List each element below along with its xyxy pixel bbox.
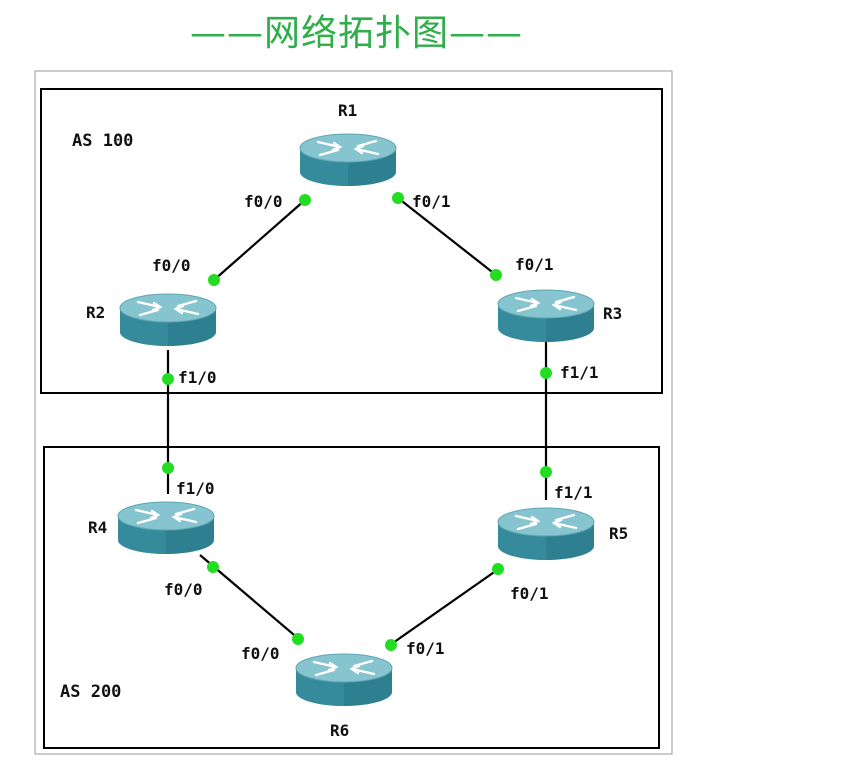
port-label-r2-f0-0: f0/0: [152, 256, 191, 275]
port-dot-r1-f0-1: [392, 192, 404, 204]
port-dot-r4-f0-0: [207, 561, 219, 573]
port-label-r5-f0-1: f0/1: [510, 584, 549, 603]
port-label-r5-f1-1: f1/1: [554, 483, 593, 502]
port-dot-r3-f0-1: [490, 269, 502, 281]
port-label-r6-f0-0: f0/0: [241, 644, 280, 663]
port-dot-r2-f0-0: [208, 274, 220, 286]
port-dot-r5-f0-1: [492, 563, 504, 575]
port-label-r2-f1-0: f1/0: [178, 368, 217, 387]
router-r5-icon[interactable]: [496, 506, 596, 562]
outer-frame: [34, 70, 673, 755]
port-label-r1-f0-1: f0/1: [412, 192, 451, 211]
router-r3-label: R3: [603, 304, 622, 323]
as100-area: [40, 88, 663, 394]
router-r2-icon[interactable]: [118, 292, 218, 348]
port-label-r6-f0-1: f0/1: [406, 639, 445, 658]
router-r2-label: R2: [86, 303, 105, 322]
as200-area: [43, 446, 660, 749]
router-r4-icon[interactable]: [116, 500, 216, 556]
as100-label: AS 100: [72, 131, 133, 151]
router-r1-label: R1: [338, 101, 357, 120]
page-title: ——网络拓扑图——: [189, 13, 523, 54]
port-label-r4-f0-0: f0/0: [164, 580, 203, 599]
port-label-r4-f1-0: f1/0: [176, 479, 215, 498]
router-r4-label: R4: [88, 518, 107, 537]
port-dots: [162, 192, 552, 651]
router-r1-icon[interactable]: [298, 132, 398, 188]
links: [166, 197, 548, 646]
link-r1-r2: [213, 199, 306, 281]
router-r5-label: R5: [609, 524, 628, 543]
router-r6-icon[interactable]: [294, 652, 394, 708]
port-label-r3-f1-1: f1/1: [560, 363, 599, 382]
port-dot-r6-f0-0: [292, 633, 304, 645]
as200-label: AS 200: [60, 682, 121, 702]
port-dot-r4-f1-0: [162, 462, 174, 474]
port-dot-r5-f1-1: [540, 466, 552, 478]
port-dot-r3-f1-1: [540, 367, 552, 379]
link-r1-r3: [397, 197, 497, 276]
port-dot-r1-f0-0: [299, 194, 311, 206]
router-r3-icon[interactable]: [496, 288, 596, 344]
link-r5-r6: [389, 567, 501, 646]
port-dot-r6-f0-1: [385, 639, 397, 651]
router-r6-label: R6: [330, 721, 349, 740]
port-dot-r2-f1-0: [162, 373, 174, 385]
port-label-r3-f0-1: f0/1: [515, 255, 554, 274]
port-label-r1-f0-0: f0/0: [244, 192, 283, 211]
